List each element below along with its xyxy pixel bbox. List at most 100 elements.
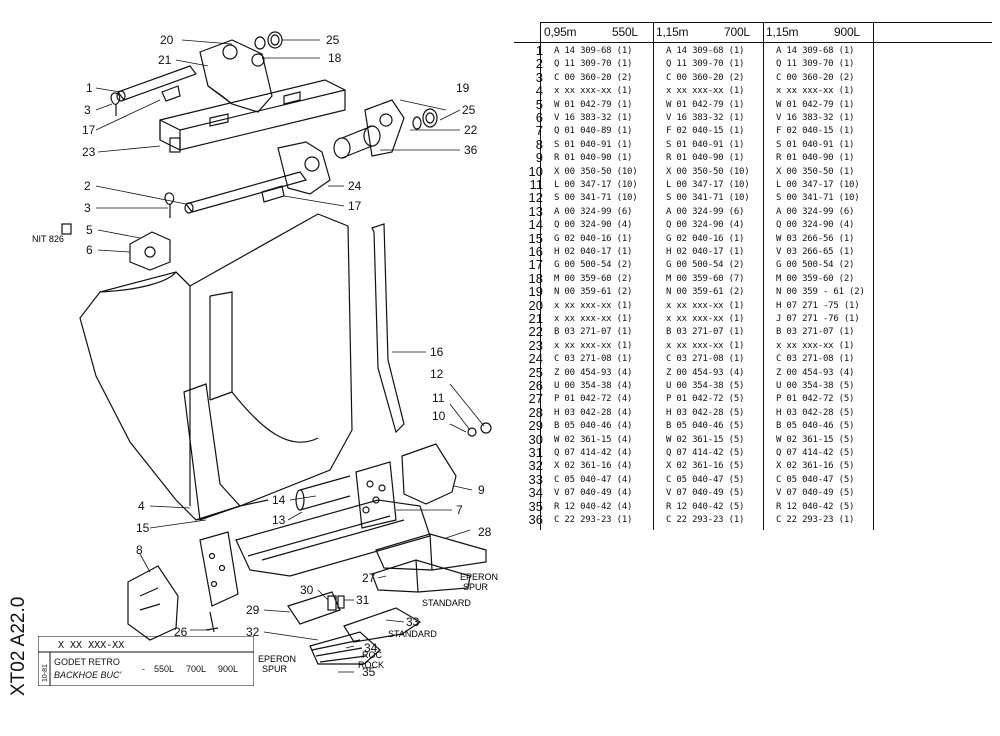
part-code-cell: R 01 040-90 (1)	[776, 153, 855, 164]
part-code-cell: x xx xxx-xx (1)	[666, 300, 745, 311]
callout-3: 3	[84, 103, 91, 117]
part-code-cell: W 03 266-56 (1)	[776, 233, 855, 244]
part-code-cell: W 01 042-79 (1)	[554, 99, 633, 110]
part-code-cell: W 01 042-79 (1)	[666, 99, 745, 110]
callout-23: 23	[82, 145, 96, 159]
part-code-cell: G 02 040-16 (1)	[554, 233, 633, 244]
callout-4: 4	[138, 499, 145, 513]
callout-36: 36	[464, 143, 478, 157]
part-code-cell: B 03 271-07 (1)	[554, 327, 633, 338]
part-code-cell: X 00 350-50 (1)	[776, 166, 855, 177]
callout-9: 9	[478, 483, 485, 497]
part-code-cell: V 03 266-65 (1)	[776, 247, 855, 257]
callout-22: 22	[464, 123, 478, 137]
part-code-cell: P 01 042-72 (5)	[776, 394, 855, 405]
part-code-cell: H 02 040-17 (1)	[666, 247, 745, 257]
part-code-cell: X 02 361-16 (4)	[554, 461, 633, 472]
label-eperon: EPERON	[460, 572, 498, 582]
callout-17: 17	[348, 199, 362, 213]
part-code-cell: A 00 324-99 (6)	[776, 206, 855, 217]
part-code-cell: x xx xxx-xx (1)	[554, 300, 633, 311]
part-code-cell: U 00 354-38 (4)	[554, 381, 633, 391]
callout-24: 24	[348, 179, 362, 193]
label-standard: STANDARD	[388, 629, 437, 639]
row-number: 12	[528, 190, 543, 206]
row-number: 28	[528, 404, 543, 420]
callout-21: 21	[158, 53, 172, 67]
svg-text:550L: 550L	[154, 664, 174, 674]
drawing-code: XT02 A22.0	[8, 597, 29, 696]
part-code-cell: x xx xxx-xx (1)	[776, 340, 855, 351]
part-code-cell: M 00 359-60 (7)	[666, 273, 745, 284]
part-code-cell: Z 00 454-93 (4)	[776, 367, 855, 378]
row-number: 32	[528, 458, 543, 474]
callout-numbers: 2021131723235641582625181925223624171612…	[82, 33, 492, 679]
part-code-cell: C 22 293-23 (1)	[666, 515, 745, 525]
row-number: 22	[528, 324, 543, 340]
label-rock: ROCK	[358, 660, 384, 670]
header-capacity-3: 900L	[834, 25, 860, 39]
part-code-cell: P 01 042-72 (5)	[666, 394, 745, 405]
part-code-cell: U 00 354-38 (5)	[666, 381, 745, 391]
part-code-cell: C 03 271-08 (1)	[666, 354, 745, 365]
part-code-cell: P 01 042-72 (4)	[554, 394, 633, 405]
header-width-1: 0,95m	[544, 25, 577, 39]
row-number: 17	[528, 257, 543, 273]
part-code-cell: G 00 500-54 (2)	[666, 260, 745, 271]
svg-text:X XX XXX-XX: X XX XXX-XX	[58, 640, 124, 651]
part-code-cell: B 05 040-46 (5)	[666, 421, 745, 432]
part-code-cell: x xx xxx-xx (1)	[554, 314, 633, 324]
callout-16: 16	[430, 345, 444, 359]
callout-27: 27	[362, 571, 376, 585]
row-number: 4	[535, 83, 543, 99]
nit-label: NIT 826	[32, 234, 64, 244]
part-code-cell: x xx xxx-xx (1)	[554, 86, 633, 97]
callout-2: 2	[84, 179, 91, 193]
callout-28: 28	[478, 525, 492, 539]
callout-19: 19	[456, 81, 470, 95]
callout-10: 10	[432, 409, 446, 423]
part-code-cell: S 01 040-91 (1)	[666, 139, 745, 150]
label-spur: SPUR	[262, 664, 288, 674]
row-number: 5	[535, 96, 543, 112]
callout-7: 7	[456, 503, 463, 517]
part-code-cell: W 02 361-15 (4)	[554, 434, 633, 445]
callout-12: 12	[430, 367, 444, 381]
part-code-cell: C 03 271-08 (1)	[776, 354, 855, 365]
row-number: 33	[528, 471, 543, 487]
part-code-cell: L 00 347-17 (10)	[554, 180, 638, 190]
callout-25: 25	[462, 103, 476, 117]
part-code-cell: H 03 042-28 (4)	[554, 407, 633, 418]
part-code-cell: B 05 040-46 (5)	[776, 421, 855, 432]
row-number: 34	[528, 485, 543, 501]
part-code-cell: G 00 500-54 (2)	[554, 260, 633, 271]
header-capacity-1: 550L	[612, 25, 638, 39]
part-code-cell: F 02 040-15 (1)	[776, 126, 855, 137]
callout-34: 34	[364, 641, 378, 655]
row-number: 21	[528, 311, 543, 326]
table-column-rule	[763, 22, 764, 531]
part-code-cell: C 03 271-08 (1)	[554, 354, 633, 365]
part-code-cell: Q 11 309-70 (1)	[554, 59, 633, 70]
svg-text:BACKHOE BUC': BACKHOE BUC'	[54, 670, 122, 680]
row-number: 24	[528, 351, 543, 367]
cross-tube	[159, 79, 346, 151]
row-number: 16	[528, 244, 543, 259]
row-number: 9	[535, 150, 543, 166]
callout-31: 31	[356, 593, 370, 607]
header-capacity-2: 700L	[724, 25, 750, 39]
part-code-cell: M 00 359-60 (2)	[554, 273, 633, 284]
part-code-cell: Q 00 324-90 (4)	[554, 220, 633, 231]
callout-33: 33	[406, 615, 420, 629]
part-code-cell: C 00 360-20 (2)	[554, 72, 633, 83]
row-number: 36	[528, 512, 543, 527]
callout-13: 13	[272, 513, 286, 527]
callout-6: 6	[86, 243, 93, 257]
table-header-rule	[514, 42, 540, 43]
svg-text:700L: 700L	[186, 664, 206, 674]
table-column-rule	[873, 22, 874, 531]
part-code-cell: Q 11 309-70 (1)	[666, 59, 745, 70]
part-code-cell: C 05 040-47 (5)	[776, 474, 855, 485]
callout-20: 20	[160, 33, 174, 47]
row-number: 27	[528, 391, 543, 407]
